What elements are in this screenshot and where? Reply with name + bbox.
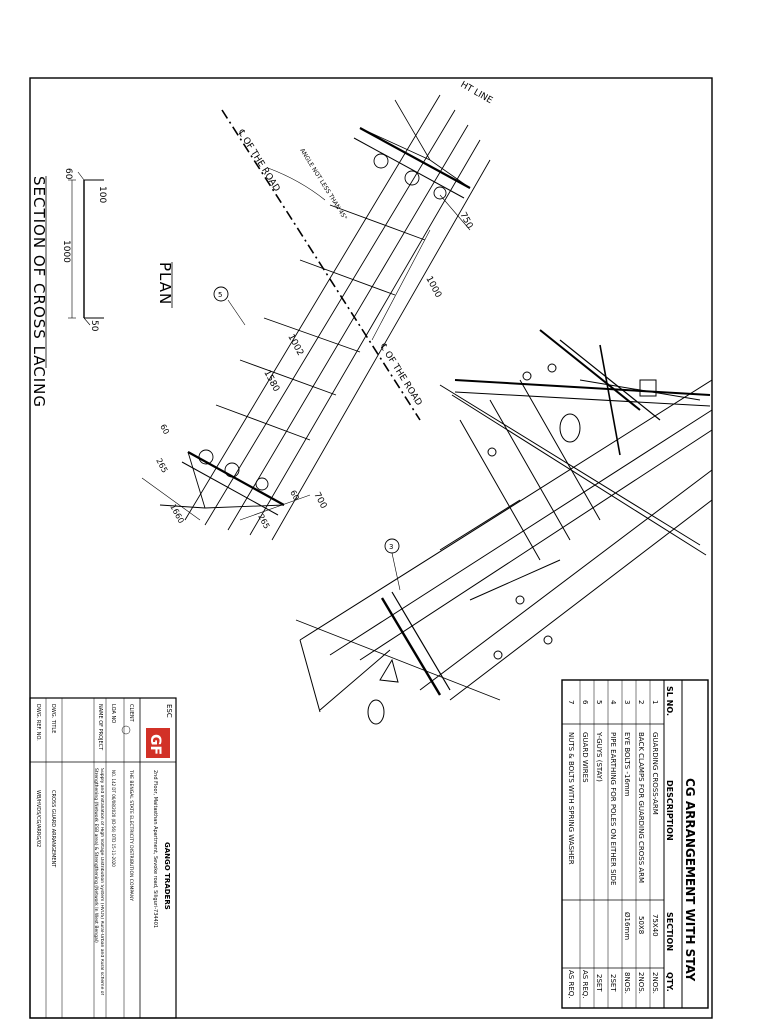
dwg-title-value: CROSS GUARD ARRANGEMENT — [50, 790, 56, 868]
row-section: 75X40 — [651, 914, 659, 937]
client-label: CLIENT — [128, 704, 134, 723]
lacing-dim-1000: 1000 — [61, 240, 71, 263]
header-sl: SL NO. — [665, 686, 674, 716]
callout-5: 5 — [218, 291, 222, 299]
angle-note: ANGLE NOT LESS THAN 45° — [298, 147, 348, 221]
row-sl: 4 — [609, 700, 617, 705]
row-desc: GUARD WIRES — [581, 732, 589, 783]
row-desc: Y-GUYS (STAY) — [595, 731, 603, 782]
row-sl: 3 — [623, 700, 631, 704]
header-qty: QTY. — [665, 972, 674, 992]
esc-label: ESC — [165, 704, 173, 718]
row-qty: 2SET — [595, 974, 603, 992]
row-sl: 7 — [567, 700, 575, 704]
dim-1002: 1002 — [285, 333, 305, 358]
lacing-dim-100: 100 — [97, 186, 107, 203]
section-title: SECTION OF CROSS LACING — [30, 176, 48, 408]
row-section: Ø16mm — [623, 912, 631, 940]
road-center-top: ℄ OF THE ROAD — [235, 127, 282, 193]
title-block-frame — [29, 697, 177, 1019]
row-qty: AS REQ. — [567, 970, 575, 998]
company-name: GANGO TRADERS — [163, 842, 171, 910]
row-sl: 5 — [595, 700, 603, 704]
header-description: DESCRIPTION — [665, 780, 674, 841]
dim-1580: 1580 — [261, 369, 281, 394]
header-section: SECTION — [665, 912, 674, 951]
dim-700: 700 — [311, 491, 328, 511]
row-qty: 2SET — [609, 974, 617, 992]
sheet-border — [29, 77, 713, 1019]
dim-265-right: 265 — [256, 513, 271, 531]
client-value: THE BENGAL STATE ELECTRICITY DISTRIBUTIO… — [128, 769, 134, 901]
row-qty: 2NOS. — [651, 972, 659, 994]
cross-lacing-detail — [68, 171, 104, 326]
table-title: CG ARRANGEMENT WITH STAY — [683, 778, 697, 982]
row-section: 50X8 — [637, 916, 645, 934]
cg-table-frame — [561, 679, 709, 1009]
row-qty: 8NOS. — [623, 972, 631, 994]
logo-text: GF — [147, 734, 163, 755]
lacing-dim-50: 50 — [89, 320, 99, 332]
callout-3: 3 — [389, 543, 393, 551]
row-sl: 1 — [651, 700, 659, 704]
row-sl: 6 — [581, 700, 589, 705]
ht-line-label: HT LINE — [459, 80, 495, 106]
lacing-dim-60: 60 — [63, 168, 73, 180]
road-centerline — [221, 109, 421, 421]
plan-label: PLAN — [156, 262, 174, 305]
isometric-view — [295, 329, 713, 725]
dim-750: 750 — [457, 211, 474, 231]
plan-view — [141, 94, 491, 591]
dwg-title-label: DWG. TITLE — [50, 704, 56, 733]
row-qty: AS REQ. — [581, 970, 589, 998]
row-sl: 2 — [637, 700, 645, 704]
dim-60-right: 60 — [288, 489, 301, 502]
dim-1660: 1660 — [168, 503, 186, 525]
company-logo — [146, 728, 170, 758]
dim-60-left: 60 — [158, 423, 171, 436]
row-qty: 2NOS. — [637, 972, 645, 994]
project-label: NAME OF PROJECT — [97, 704, 103, 751]
dwg-ref-label: DWG. REF. NO. — [35, 704, 41, 741]
project-value: Supply and Installation of High Voltage … — [93, 768, 104, 996]
row-desc: EYE BOLTS -16mm — [623, 732, 631, 797]
loa-value: NO. 142 DT 06/08/2020 (ID-56) DTD 15-11-… — [111, 770, 116, 867]
row-desc: PIPE EARTHING FOR POLES ON EITHER SIDE — [609, 732, 617, 885]
company-address: 2nd Floor, Maitasthan Apartment, Sevoke … — [152, 770, 158, 928]
row-desc: BACK CLAMPS FOR GUARDING CROSS ARM — [637, 732, 645, 883]
client-seal-icon — [121, 725, 131, 735]
row-desc: NUTS & BOLTS WITH SPRING WASHER — [567, 732, 575, 865]
road-center-bottom: ℄ OF THE ROAD — [377, 341, 424, 407]
loa-label: LOA NO — [110, 704, 116, 723]
table-rows: 1 GUARDING CROSS-ARM 75X40 2NOS. 2 BACK … — [567, 700, 659, 998]
dim-1000: 1000 — [423, 275, 443, 300]
dwg-ref-value: WB/HVDS/CG/ARRG/02 — [35, 790, 41, 847]
dim-265-left: 265 — [154, 457, 169, 475]
row-desc: GUARDING CROSS-ARM — [651, 732, 659, 815]
